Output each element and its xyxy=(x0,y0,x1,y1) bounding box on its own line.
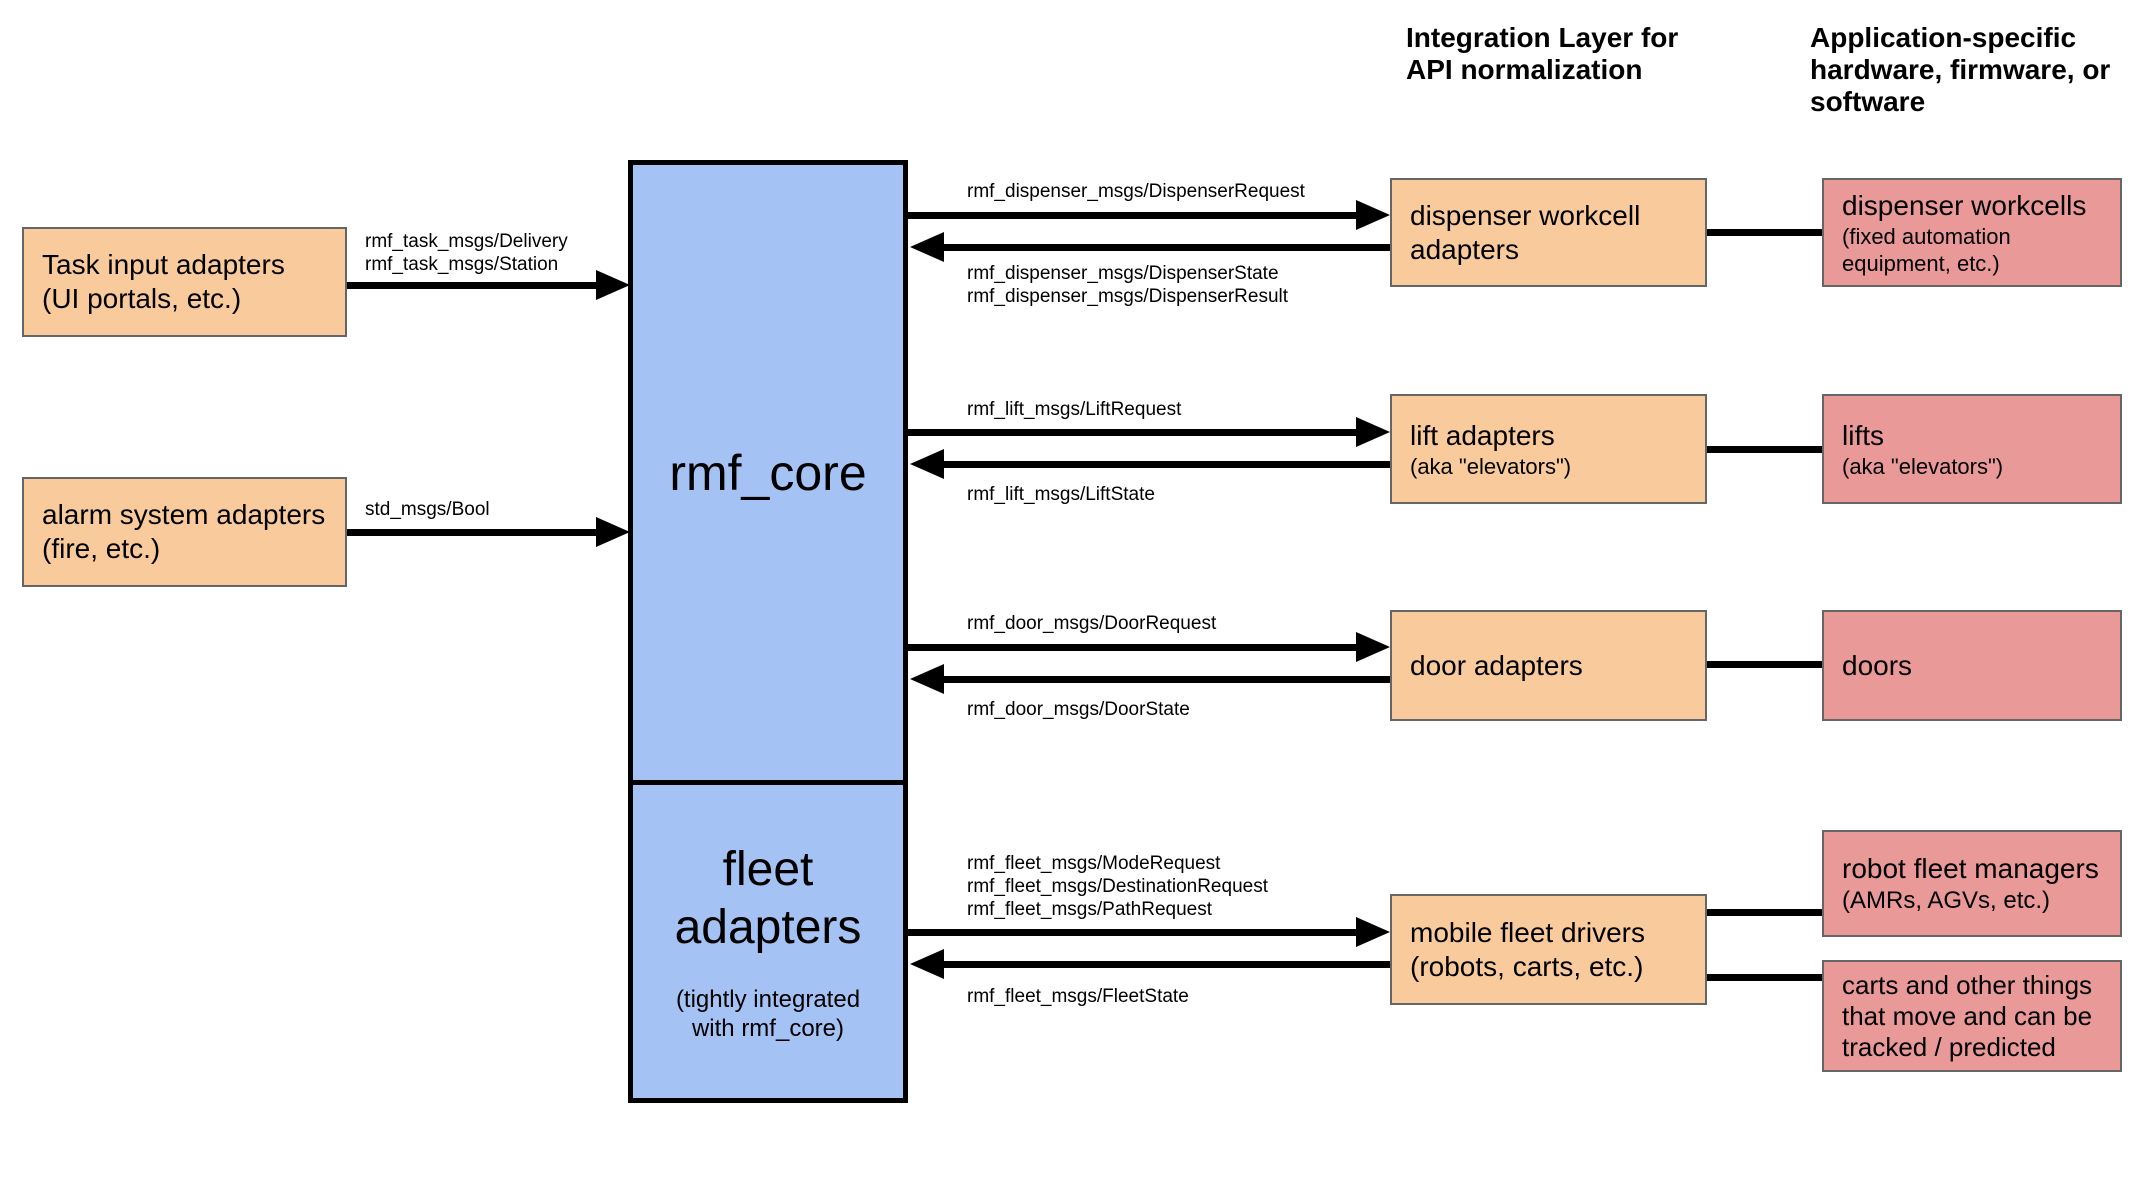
box-robot-fleet-managers: robot fleet managers (AMRs, AGVs, etc.) xyxy=(1822,830,2122,937)
dispenser-workcells-sub1: (fixed automation xyxy=(1842,223,2011,249)
connector-lift-line xyxy=(1707,446,1822,453)
box-door-adapters: door adapters xyxy=(1390,610,1707,721)
carts-line1: carts and other things xyxy=(1842,969,2093,1000)
label-dispenser-request: rmf_dispenser_msgs/DispenserRequest xyxy=(967,181,1305,202)
lift-adapters-sublabel: (aka "elevators") xyxy=(1410,453,1572,479)
arrow-alarm-to-core-line xyxy=(347,529,597,536)
box-lifts: lifts (aka "elevators") xyxy=(1822,394,2122,504)
arrow-lift-state-line xyxy=(940,461,1390,468)
arrow-task-to-core-head-icon xyxy=(596,270,630,300)
label-fleet-requests: rmf_fleet_msgs/ModeRequest rmf_fleet_msg… xyxy=(967,853,1268,920)
arrow-task-to-core-line xyxy=(347,282,597,289)
arrow-door-state-head-icon xyxy=(910,664,944,694)
mobile-fleet-drivers-sublabel: (robots, carts, etc.) xyxy=(1410,950,1644,982)
dispenser-workcells-sub2: equipment, etc.) xyxy=(1842,250,2000,276)
carts-line3: tracked / predicted xyxy=(1842,1031,2056,1062)
box-doors: doors xyxy=(1822,610,2122,721)
robot-fleet-managers-sublabel: (AMRs, AGVs, etc.) xyxy=(1842,887,2051,914)
connector-door-line xyxy=(1707,661,1822,668)
door-adapters-label: door adapters xyxy=(1410,649,1583,681)
label-door-state: rmf_door_msgs/DoorState xyxy=(967,699,1190,720)
lifts-label: lifts xyxy=(1842,419,1884,451)
task-input-adapters-label: Task input adapters xyxy=(42,249,285,280)
arrow-fleet-state-head-icon xyxy=(910,949,944,979)
arrow-alarm-to-core-head-icon xyxy=(596,517,630,547)
arrow-dispenser-request-line xyxy=(908,212,1360,219)
dispenser-workcell-adapters-line2: adapters xyxy=(1410,233,1519,265)
robot-fleet-managers-label: robot fleet managers xyxy=(1842,853,2099,884)
label-fleet-state: rmf_fleet_msgs/FleetState xyxy=(967,986,1189,1007)
box-dispenser-workcells: dispenser workcells (fixed automation eq… xyxy=(1822,178,2122,287)
box-alarm-system-adapters: alarm system adapters (fire, etc.) xyxy=(22,477,347,587)
label-task-msgs: rmf_task_msgs/Delivery rmf_task_msgs/Sta… xyxy=(365,231,568,275)
label-door-request: rmf_door_msgs/DoorRequest xyxy=(967,613,1217,634)
dispenser-workcell-adapters-line1: dispenser workcell xyxy=(1410,199,1641,231)
connector-carts-line xyxy=(1707,974,1822,981)
arrow-door-request-line xyxy=(908,644,1360,651)
header-integration-layer: Integration Layer for API normalization xyxy=(1406,22,1679,85)
arrow-lift-request-head-icon xyxy=(1356,417,1390,447)
arrow-door-state-line xyxy=(940,676,1390,683)
arrow-dispenser-state-head-icon xyxy=(910,232,944,262)
arrow-fleet-state-line xyxy=(940,961,1390,968)
carts-line2: that move and can be xyxy=(1842,1000,2093,1031)
dispenser-workcells-label: dispenser workcells xyxy=(1842,189,2087,221)
arrow-door-request-head-icon xyxy=(1356,632,1390,662)
arrow-fleet-request-line xyxy=(908,929,1360,936)
header-application-specific: Application-specific hardware, firmware,… xyxy=(1810,22,2111,117)
label-std-msgs-bool: std_msgs/Bool xyxy=(365,499,490,520)
connector-dispenser-line xyxy=(1707,229,1822,236)
rmf-core-label: rmf_core xyxy=(669,444,867,501)
box-task-input-adapters: Task input adapters (UI portals, etc.) xyxy=(22,227,347,337)
arrow-dispenser-state-line xyxy=(940,244,1390,251)
arrow-fleet-request-head-icon xyxy=(1356,917,1390,947)
mobile-fleet-drivers-label: mobile fleet drivers xyxy=(1410,916,1645,948)
label-dispenser-state-result: rmf_dispenser_msgs/DispenserState rmf_di… xyxy=(967,263,1289,307)
connector-robot-fleet-line xyxy=(1707,909,1822,916)
label-lift-state: rmf_lift_msgs/LiftState xyxy=(967,484,1155,505)
lift-adapters-label: lift adapters xyxy=(1410,419,1555,451)
doors-label: doors xyxy=(1842,649,1913,681)
box-lift-adapters: lift adapters (aka "elevators") xyxy=(1390,394,1707,504)
box-carts: carts and other things that move and can… xyxy=(1822,960,2122,1072)
arrow-lift-state-head-icon xyxy=(910,449,944,479)
arrow-lift-request-line xyxy=(908,429,1360,436)
fleet-adapters-label-line1: fleet xyxy=(722,842,814,896)
label-lift-request: rmf_lift_msgs/LiftRequest xyxy=(967,399,1182,420)
fleet-adapters-note: (tightly integrated with rmf_core) xyxy=(675,985,861,1042)
lifts-sublabel: (aka "elevators") xyxy=(1842,453,2004,479)
alarm-system-adapters-label: alarm system adapters xyxy=(42,499,326,530)
box-fleet-adapters: fleet adapters (tightly integrated with … xyxy=(628,780,908,1103)
task-input-adapters-sublabel: (UI portals, etc.) xyxy=(42,283,242,314)
box-mobile-fleet-drivers: mobile fleet drivers (robots, carts, etc… xyxy=(1390,894,1707,1005)
box-dispenser-workcell-adapters: dispenser workcell adapters xyxy=(1390,178,1707,287)
box-rmf-core: rmf_core xyxy=(628,160,908,785)
fleet-adapters-label-line2: adapters xyxy=(674,900,862,954)
alarm-system-adapters-sublabel: (fire, etc.) xyxy=(42,533,161,564)
arrow-dispenser-request-head-icon xyxy=(1356,200,1390,230)
